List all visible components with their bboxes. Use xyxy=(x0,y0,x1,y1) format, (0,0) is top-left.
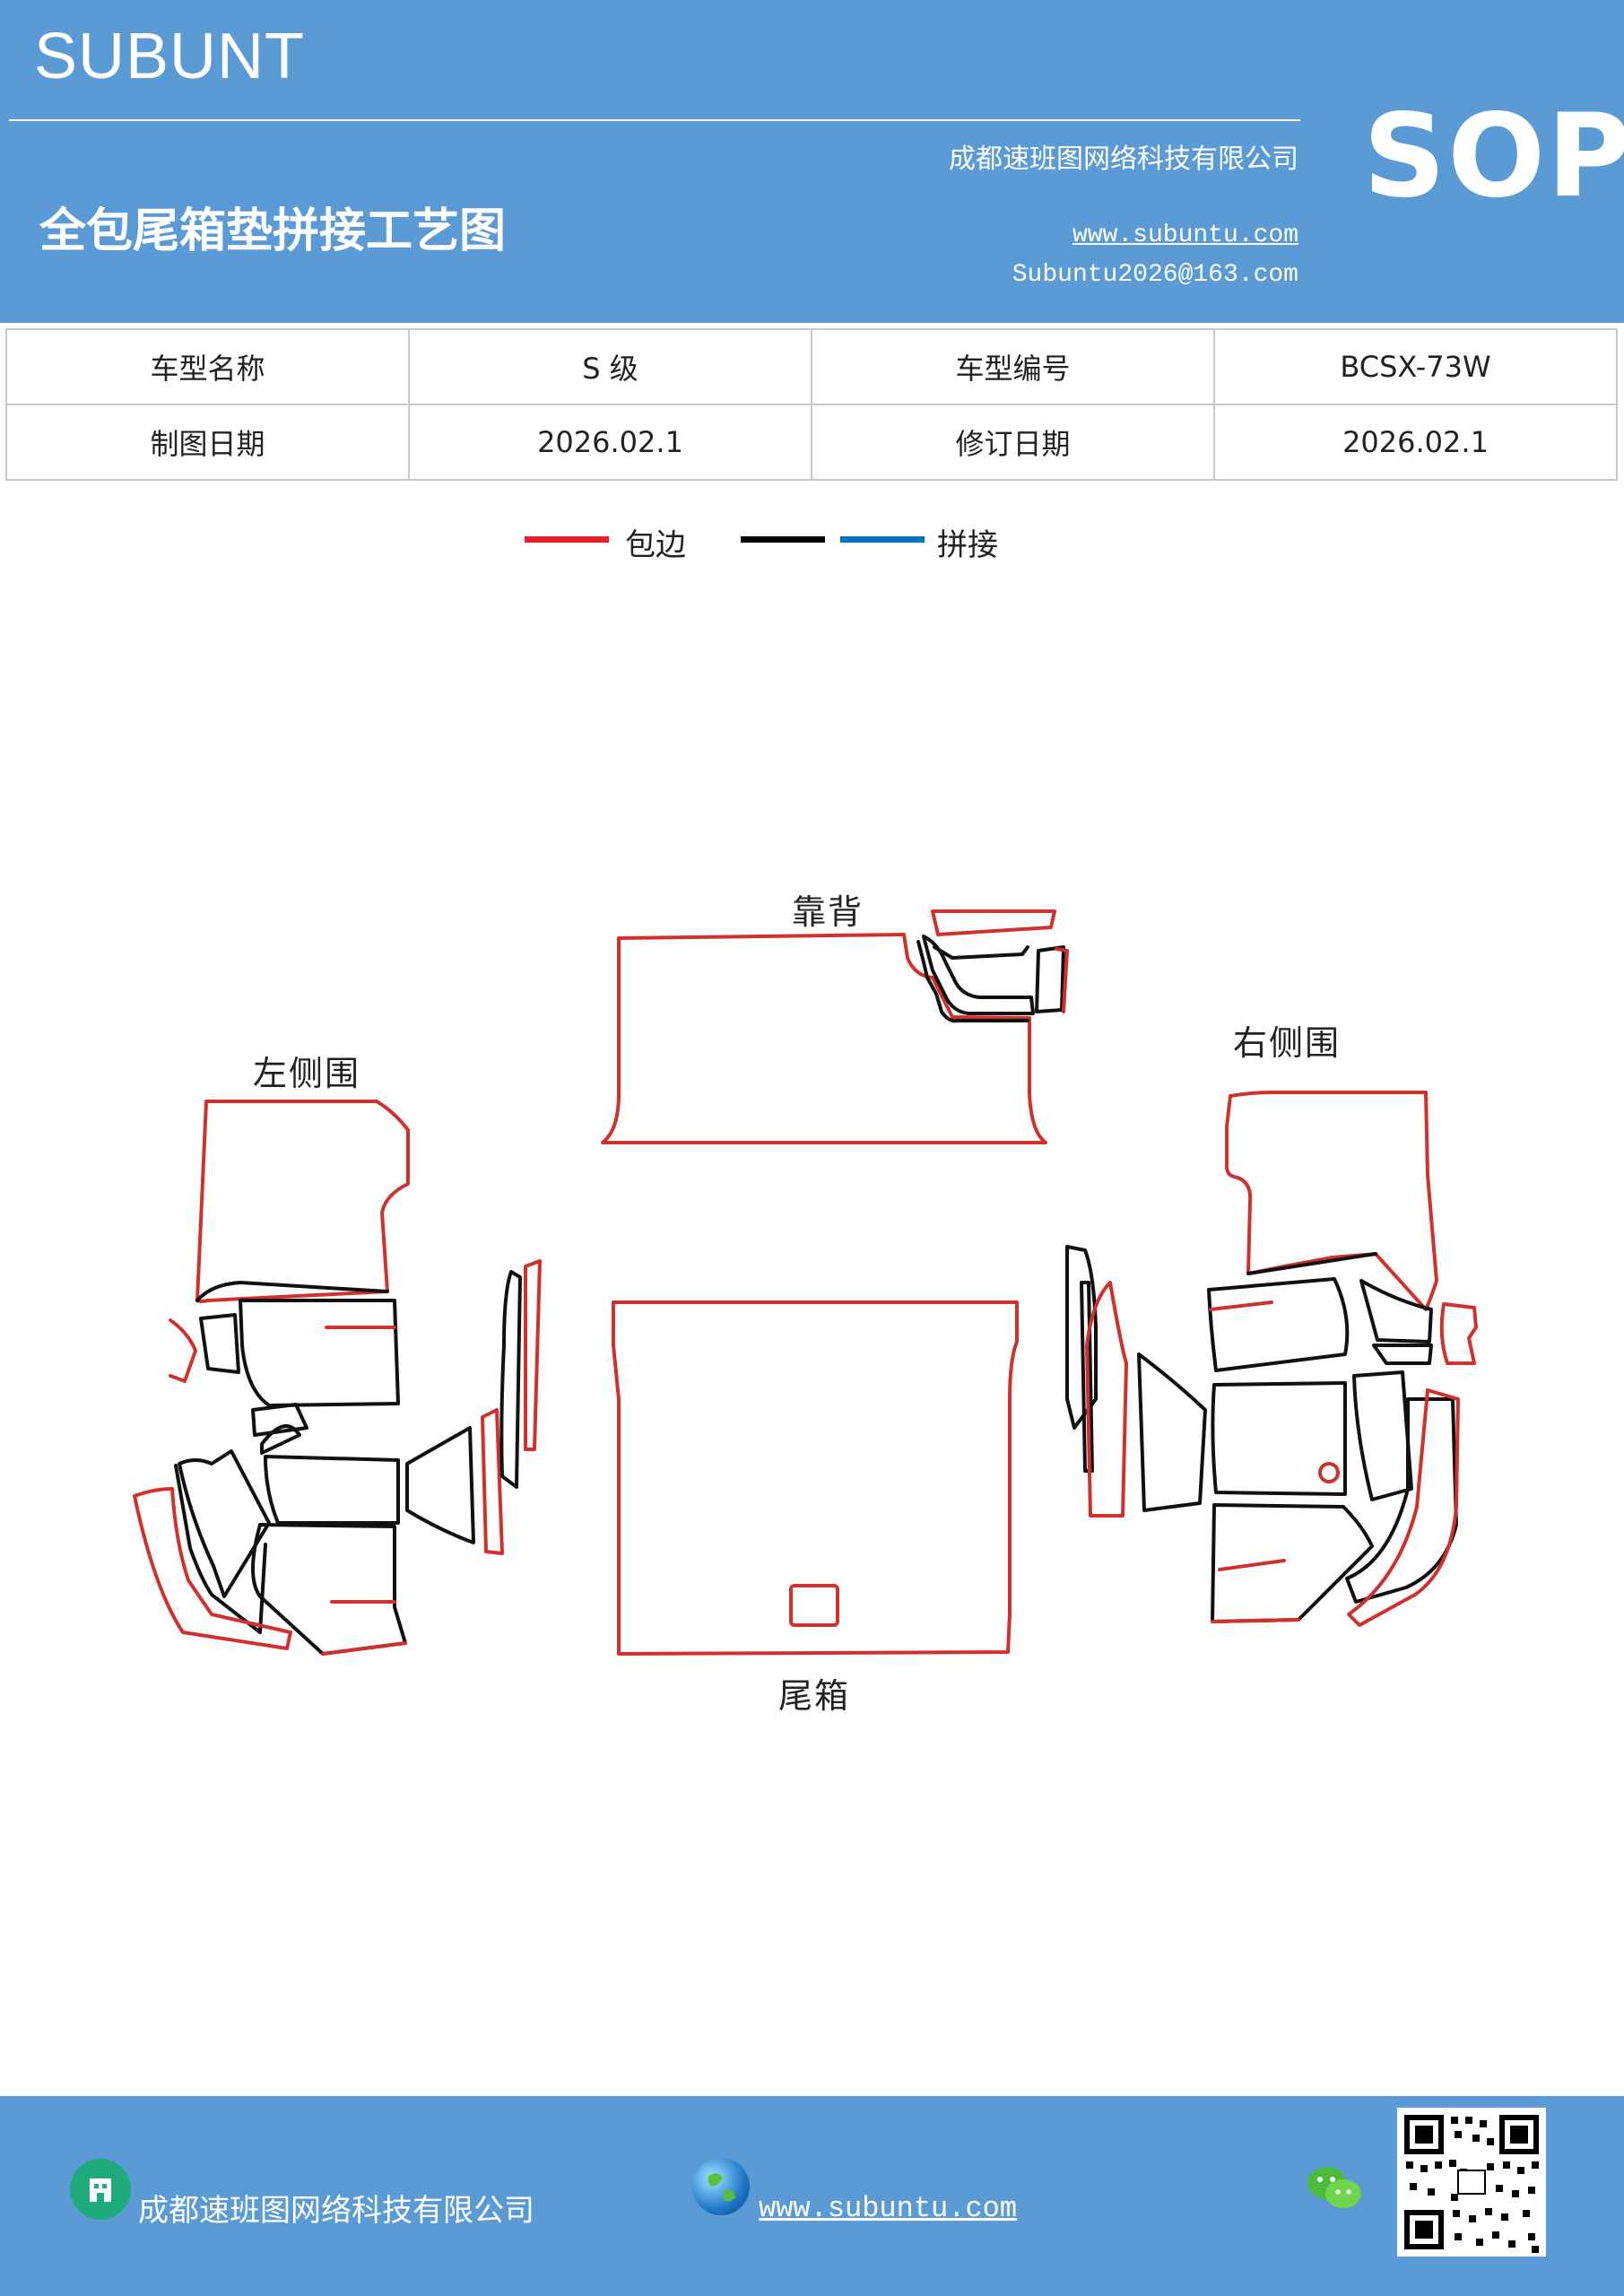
building-icon xyxy=(70,2159,131,2220)
wechat-icon xyxy=(1304,2161,1367,2215)
legend-swatch-red xyxy=(525,536,609,543)
table-row: 车型名称 S 级 车型编号 BCSX-73W xyxy=(5,328,1618,405)
table-cell: 2026.02.1 xyxy=(408,404,812,481)
label-left-side: 左侧围 xyxy=(253,1054,361,1093)
header-email: Subuntu2026@163.com xyxy=(1012,261,1298,289)
label-trunk: 尾箱 xyxy=(778,1676,851,1716)
header-divider xyxy=(9,119,1300,121)
header-banner: SUBUNT 成都速班图网络科技有限公司 SOP 全包尾箱垫拼接工艺图 www.… xyxy=(0,0,1624,323)
header-company: 成都速班图网络科技有限公司 xyxy=(949,144,1298,175)
label-back: 靠背 xyxy=(792,892,864,932)
vehicle-info-table: 车型名称 S 级 车型编号 BCSX-73W 制图日期 2026.02.1 修订… xyxy=(5,328,1618,481)
legend-swatch-blue xyxy=(840,536,925,543)
label-right-side: 右侧围 xyxy=(1233,1023,1342,1063)
document-title: 全包尾箱垫拼接工艺图 xyxy=(39,204,507,258)
footer-url-link[interactable]: www.subuntu.com xyxy=(759,2192,1018,2225)
legend-label-edge: 包边 xyxy=(625,527,686,563)
table-cell: 制图日期 xyxy=(5,404,410,481)
table-cell: BCSX-73W xyxy=(1213,328,1618,405)
header-url-link[interactable]: www.subuntu.com xyxy=(1072,222,1298,249)
mat-drawing: 靠背 左侧围 右侧围 尾箱 xyxy=(0,861,1624,1722)
table-cell: 2026.02.1 xyxy=(1213,404,1618,481)
pattern-diagram xyxy=(133,909,1478,1656)
table-row: 制图日期 2026.02.1 修订日期 2026.02.1 xyxy=(5,404,1618,481)
table-cell: 修订日期 xyxy=(811,404,1215,481)
back-panel xyxy=(601,909,1069,1144)
table-cell: 车型名称 xyxy=(5,328,410,405)
table-cell: 车型编号 xyxy=(811,328,1215,405)
trunk-floor xyxy=(612,1300,1019,1656)
footer-company: 成都速班图网络科技有限公司 xyxy=(138,2193,534,2229)
qr-code xyxy=(1397,2108,1546,2257)
right-side-panel xyxy=(1065,1091,1478,1627)
table-cell: S 级 xyxy=(408,328,812,405)
sop-badge: SOP xyxy=(1363,90,1624,223)
brand-name: SUBUNT xyxy=(34,21,306,92)
globe-icon xyxy=(692,2158,750,2215)
legend: 包边 拼接 xyxy=(0,520,1624,574)
legend-swatch-black xyxy=(741,536,825,543)
legend-label-splice: 拼接 xyxy=(937,527,998,563)
left-side-panel xyxy=(133,1100,542,1656)
